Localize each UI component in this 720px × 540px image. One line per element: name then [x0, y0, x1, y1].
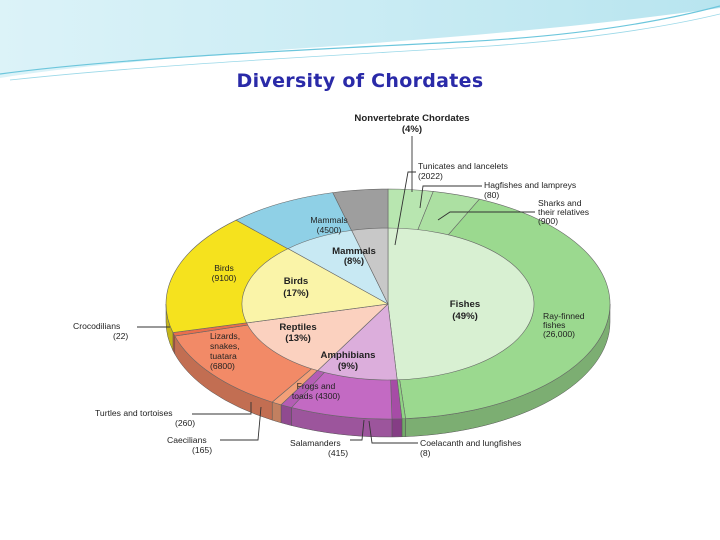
slide-title: Diversity of Chordates [236, 70, 484, 92]
pie-side-salamanders [391, 418, 403, 438]
label-coelacanth: Coelacanth and lungfishes [420, 438, 521, 448]
leader-sharks [437, 211, 535, 221]
label-hagfishes: Hagfishes and lampreys [484, 180, 576, 190]
label-mammals-outer-count: (4500) [317, 225, 342, 235]
pie-labels: Nonvertebrate Chordates(4%) Tunicates and… [73, 113, 589, 458]
label-fishes-inner-pct: (49%) [452, 311, 478, 322]
label-birds-outer: Birds [214, 263, 234, 273]
pie-inner-ring [241, 227, 535, 381]
inner-slice-nonvertebrate-chordates [351, 227, 389, 305]
header-wave-line-2 [9, 13, 720, 81]
label-reptiles-inner: Reptiles [279, 322, 316, 333]
label-sharks-line2: their relatives [538, 207, 589, 217]
label-lizards-line3: tuatara [210, 351, 237, 361]
label-crocodilians: Crocodilians [73, 321, 120, 331]
label-salamanders: Salamanders [290, 438, 341, 448]
label-turtles-count: (260) [175, 418, 195, 428]
leader-coelacanth [368, 420, 418, 444]
label-mammals-outer: Mammals [310, 215, 347, 225]
label-nonvertebrate-title: Nonvertebrate Chordates [354, 113, 469, 124]
inner-slice-amphibians [317, 303, 398, 381]
label-tunicates-count: (2022) [418, 171, 443, 181]
label-mammals-inner-pct: (8%) [344, 256, 364, 267]
leader-tunicates [394, 171, 416, 246]
label-nonvertebrate-pct: (4%) [402, 124, 422, 135]
label-coelacanth-count: (8) [420, 448, 431, 458]
pie-side-walls [165, 303, 611, 438]
pie-side-caecilians [280, 404, 292, 426]
label-mammals-inner: Mammals [332, 246, 376, 257]
label-caecilians: Caecilians [167, 435, 207, 445]
label-salamanders-count: (415) [328, 448, 348, 458]
label-rayfinned-line1: Ray-finned [543, 311, 585, 321]
label-reptiles-inner-pct: (13%) [285, 333, 311, 344]
label-birds-outer-count: (9100) [212, 273, 237, 283]
leader-turtles [192, 402, 252, 415]
label-sharks-line1: Sharks and [538, 198, 582, 208]
label-birds-inner: Birds [284, 276, 309, 287]
label-turtles: Turtles and tortoises [95, 408, 173, 418]
label-frogs-line2: toads (4300) [292, 391, 340, 401]
pie-leader-lines [137, 136, 535, 444]
label-birds-inner-pct: (17%) [283, 288, 309, 299]
inner-slice-fishes [387, 227, 535, 381]
label-lizards-line2: snakes, [210, 341, 240, 351]
label-crocodilians-count: (22) [113, 331, 128, 341]
label-amphibians-inner-pct: (9%) [338, 361, 358, 372]
label-rayfinned-count: (26,000) [543, 329, 575, 339]
inner-slice-birds [241, 248, 389, 324]
header-wave-fill [0, 0, 720, 78]
leader-hagfishes [419, 185, 482, 209]
leader-salamanders [350, 419, 365, 441]
label-caecilians-count: (165) [192, 445, 212, 455]
header-wave-line [0, 5, 720, 75]
label-frogs-line1: Frogs and [297, 381, 336, 391]
label-sharks-count: (900) [538, 216, 558, 226]
label-lizards-count: (6800) [210, 361, 235, 371]
label-amphibians-inner: Amphibians [321, 350, 376, 361]
leader-caecilians [220, 406, 262, 441]
pie-side-turtles-and-tortoises [271, 401, 282, 424]
slide-header-waves [0, 0, 720, 81]
label-tunicates: Tunicates and lancelets [418, 161, 508, 171]
label-rayfinned-line2: fishes [543, 320, 565, 330]
label-fishes-inner: Fishes [450, 299, 480, 310]
label-lizards-line1: Lizards, [210, 331, 240, 341]
label-hagfishes-count: (80) [484, 190, 499, 200]
pie-side-coelacanth-and-lungfishes [401, 418, 406, 438]
inner-slice-reptiles [246, 303, 389, 371]
